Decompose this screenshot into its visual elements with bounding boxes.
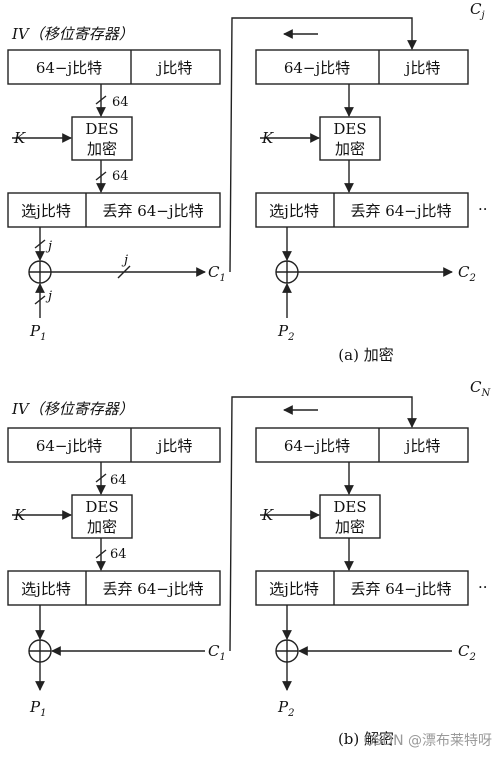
enc-left-des-top: DES (85, 120, 118, 138)
enc-bitj-c: j (121, 253, 128, 268)
dec-left-des-box (71, 494, 133, 539)
dec-p2: P2 (277, 698, 294, 719)
dec-right-select-box (255, 570, 469, 606)
dec-left-des-bottom: 加密 (87, 518, 117, 536)
enc-iv-label: IV（移位寄存器） (11, 25, 134, 43)
enc-right-select-right: 丢弃 64−j比特 (350, 202, 451, 220)
watermark: CSDN @漂布莱特呀 (364, 733, 492, 749)
enc-caption: (a) 加密 (338, 346, 393, 364)
dec-left-select-box (7, 570, 221, 606)
enc-p2: P2 (277, 322, 294, 343)
enc-left-select-left: 选j比特 (21, 202, 71, 220)
enc-right-shift-register (255, 49, 469, 85)
dec-right-shift-right: j比特 (404, 437, 441, 455)
enc-right-des-bottom: 加密 (335, 140, 365, 158)
enc-c-corner: Cj (470, 0, 485, 21)
dec-right-key: K (261, 506, 274, 524)
enc-left-des-bottom: 加密 (87, 140, 117, 158)
enc-right-shift-left: 64−j比特 (284, 59, 350, 77)
enc-left-bit64-b: 64 (112, 169, 129, 184)
enc-left-shift-right: j比特 (156, 59, 193, 77)
dec-c-corner: CN (470, 378, 491, 399)
dec-right-des-box (319, 494, 381, 539)
dec-left-select-left: 选j比特 (21, 580, 71, 598)
enc-left-shift-left: 64−j比特 (36, 59, 102, 77)
dec-left-des-top: DES (85, 498, 118, 516)
dec-left-select-right: 丢弃 64−j比特 (102, 580, 203, 598)
dec-iv-label: IV（移位寄存器） (11, 400, 134, 418)
enc-left-key: K (13, 129, 26, 147)
dec-c1: C1 (208, 642, 226, 663)
enc-c1: C1 (208, 263, 226, 284)
enc-left-bit64-a: 64 (112, 95, 129, 110)
decryption-panel (7, 396, 469, 691)
decryption-labels: IV（移位寄存器） 64−j比特 j比特 DES 加密 K 64 64 选j比特… (11, 378, 491, 748)
dec-left-key: K (13, 506, 26, 524)
enc-ellipsis: ·· (478, 200, 488, 218)
dec-right-des-top: DES (333, 498, 366, 516)
enc-right-des-top: DES (333, 120, 366, 138)
dec-c2: C2 (458, 642, 476, 663)
enc-right-key: K (261, 129, 274, 147)
enc-c2: C2 (458, 263, 476, 284)
enc-bitj-a: j (45, 239, 52, 254)
dec-left-bit64-a: 64 (110, 473, 127, 488)
enc-left-select-right: 丢弃 64−j比特 (102, 202, 203, 220)
enc-bitj-b: j (45, 289, 52, 304)
enc-right-select-left: 选j比特 (269, 202, 319, 220)
dec-ellipsis: ·· (478, 578, 488, 596)
dec-left-shift-right: j比特 (156, 437, 193, 455)
dec-caption: (b) 解密 (338, 730, 394, 748)
dec-right-shift-register (255, 427, 469, 463)
dec-left-bit64-b: 64 (110, 547, 127, 562)
enc-p1: P1 (29, 322, 46, 343)
encryption-panel (7, 17, 469, 318)
encryption-labels: IV（移位寄存器） 64−j比特 j比特 DES 加密 K 64 64 选j比特… (11, 0, 488, 364)
dec-right-shift-left: 64−j比特 (284, 437, 350, 455)
dec-p1: P1 (29, 698, 46, 719)
enc-left-des-box (71, 116, 133, 161)
enc-right-shift-right: j比特 (404, 59, 441, 77)
dec-right-des-bottom: 加密 (335, 518, 365, 536)
dec-left-shift-left: 64−j比特 (36, 437, 102, 455)
enc-right-select-box (255, 192, 469, 228)
dec-left-shift-register (7, 427, 221, 463)
enc-right-des-box (319, 116, 381, 161)
enc-left-shift-register (7, 49, 221, 85)
dec-right-select-right: 丢弃 64−j比特 (350, 580, 451, 598)
enc-left-select-box (7, 192, 221, 228)
dec-right-select-left: 选j比特 (269, 580, 319, 598)
